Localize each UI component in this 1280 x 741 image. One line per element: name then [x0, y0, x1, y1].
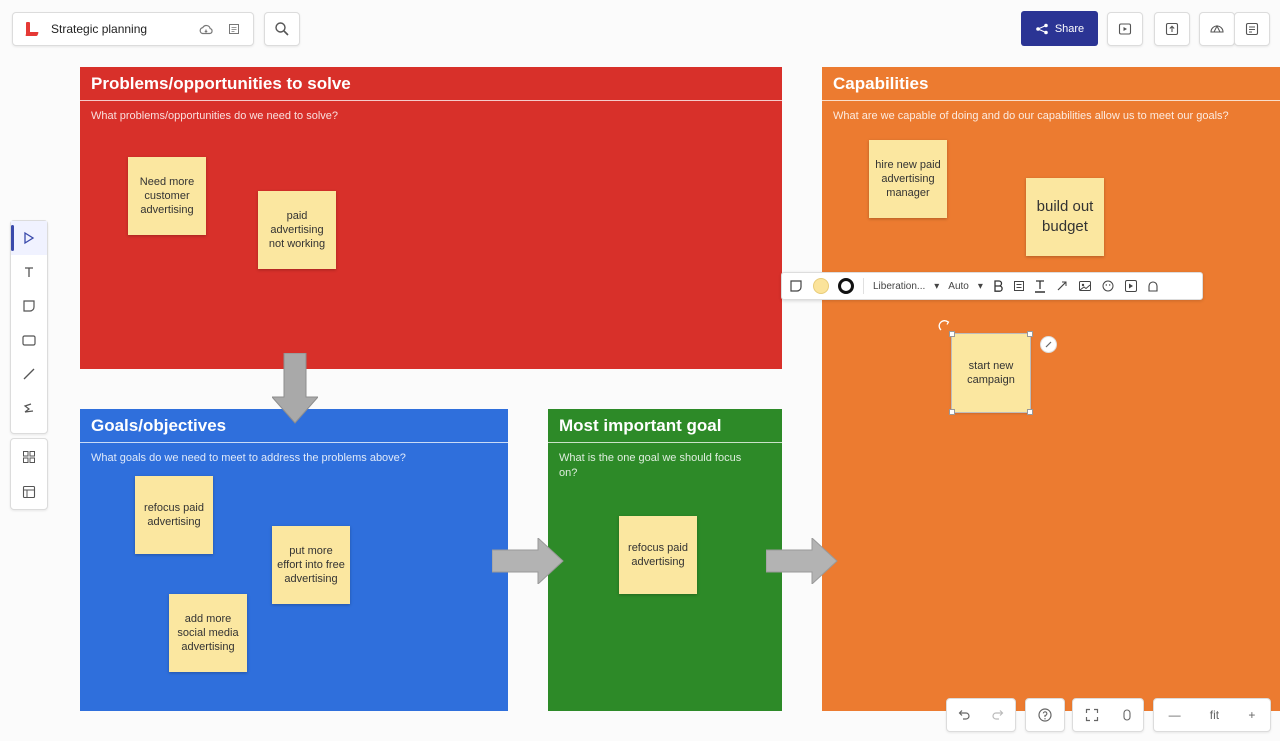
present-icon: [1118, 23, 1132, 35]
sticky-note[interactable]: add more social media advertising: [169, 594, 247, 672]
sticky-note-tool[interactable]: [11, 289, 47, 323]
zoom-out-button[interactable]: —: [1168, 708, 1181, 722]
frame-title: Problems/opportunities to solve: [91, 74, 351, 93]
chevron-down-icon[interactable]: ▾: [934, 280, 940, 292]
resize-handle[interactable]: [949, 409, 955, 415]
frame-tool[interactable]: [11, 474, 47, 509]
comment-icon: [1245, 22, 1259, 36]
image-icon[interactable]: [1078, 279, 1092, 293]
problems-frame[interactable]: Problems/opportunities to solve What pro…: [80, 67, 782, 369]
extra-tools-panel: [10, 438, 48, 510]
frame-divider: [80, 100, 782, 101]
right-arrow[interactable]: [766, 538, 838, 584]
sticky-note[interactable]: build out budget: [1026, 178, 1104, 256]
share-icon: [1036, 23, 1048, 34]
search-icon: [275, 22, 289, 36]
board-header: Strategic planning: [12, 12, 254, 46]
sticky-note[interactable]: hire new paid advertising manager: [869, 140, 947, 218]
sticky-context-toolbar: Liberation... ▾ Auto ▾: [781, 272, 1203, 300]
cursor-icon: [24, 231, 35, 245]
sticky-note-icon: [23, 300, 35, 312]
sticky-note[interactable]: refocus paid advertising: [619, 516, 697, 594]
resize-handle[interactable]: [1027, 331, 1033, 337]
sketch-button[interactable]: [1199, 12, 1235, 46]
share-label: Share: [1054, 22, 1085, 35]
help-icon: [1038, 708, 1052, 722]
frame-divider: [80, 442, 508, 443]
shape-tool[interactable]: [11, 323, 47, 357]
frame-subtitle: What is the one goal we should focus on?: [559, 452, 742, 479]
frame-title: Goals/objectives: [91, 416, 227, 435]
align-icon[interactable]: [1013, 280, 1025, 292]
sticky-shape-icon[interactable]: [788, 278, 804, 294]
sticky-note[interactable]: Need more customer advertising: [128, 157, 206, 235]
down-arrow[interactable]: [272, 353, 318, 425]
font-size-select[interactable]: Auto: [948, 280, 969, 292]
view-controls: [1072, 698, 1144, 732]
upload-button[interactable]: [1154, 12, 1190, 46]
line-tool[interactable]: [11, 357, 47, 391]
rectangle-icon: [22, 335, 36, 346]
border-color-picker[interactable]: [838, 278, 854, 294]
tools-panel: [10, 220, 48, 434]
link-icon[interactable]: [1055, 279, 1069, 293]
board-title[interactable]: Strategic planning: [51, 22, 148, 36]
frame-title: Most important goal: [559, 416, 722, 435]
help-button[interactable]: [1025, 698, 1065, 732]
resize-handle[interactable]: [949, 331, 955, 337]
link-icon: [1045, 341, 1052, 348]
fullscreen-icon[interactable]: [1085, 708, 1099, 722]
sticky-note[interactable]: refocus paid advertising: [135, 476, 213, 554]
pen-icon: [23, 403, 34, 413]
rotate-handle-icon[interactable]: [938, 319, 952, 333]
templates-tool[interactable]: [11, 439, 47, 474]
right-arrow[interactable]: [492, 538, 564, 584]
selected-sticky-note[interactable]: start new campaign: [951, 333, 1031, 413]
sticky-note[interactable]: put more effort into free advertising: [272, 526, 350, 604]
resize-handle[interactable]: [1027, 409, 1033, 415]
line-icon: [23, 368, 35, 380]
zoom-level[interactable]: fit: [1209, 708, 1220, 722]
templates-icon: [23, 450, 35, 463]
select-tool[interactable]: [11, 221, 47, 255]
board-menu-icon[interactable]: [225, 20, 243, 38]
chevron-down-icon[interactable]: ▾: [977, 280, 983, 292]
frame-divider: [822, 100, 1280, 101]
minimap-icon[interactable]: [1122, 708, 1132, 722]
reaction-icon[interactable]: [1101, 279, 1115, 293]
comment-icon[interactable]: [1124, 279, 1138, 293]
cloud-sync-icon[interactable]: [197, 20, 215, 38]
sticky-note[interactable]: paid advertising not working: [258, 191, 336, 269]
pen-tool[interactable]: [11, 391, 47, 425]
text-icon: [25, 267, 33, 277]
frame-title: Capabilities: [833, 74, 929, 93]
text-color-icon[interactable]: [1034, 279, 1046, 293]
redo-icon[interactable]: [991, 709, 1005, 721]
toolbar-divider: [863, 278, 864, 294]
comments-button[interactable]: [1234, 12, 1270, 46]
frame-subtitle: What are we capable of doing and do our …: [833, 110, 1229, 122]
lock-icon[interactable]: [1147, 279, 1159, 293]
fill-color-picker[interactable]: [813, 278, 829, 294]
zoom-controls: — fit +: [1153, 698, 1271, 732]
undo-icon[interactable]: [957, 709, 971, 721]
history-controls: [946, 698, 1016, 732]
link-handle[interactable]: [1040, 336, 1057, 353]
bold-icon[interactable]: [992, 279, 1004, 293]
frame-subtitle: What problems/opportunities do we need t…: [91, 110, 339, 122]
frame-icon: [22, 485, 36, 498]
upload-icon: [1165, 22, 1179, 36]
font-family-select[interactable]: Liberation...: [873, 280, 926, 292]
present-button[interactable]: [1107, 12, 1143, 46]
text-tool[interactable]: [11, 255, 47, 289]
goals-frame[interactable]: Goals/objectives What goals do we need t…: [80, 409, 508, 711]
app-logo-icon[interactable]: [23, 20, 41, 38]
frame-subtitle: What goals do we need to meet to address…: [91, 452, 406, 464]
sketch-icon: [1210, 24, 1224, 33]
share-button[interactable]: Share: [1021, 11, 1098, 46]
zoom-in-button[interactable]: +: [1248, 708, 1256, 722]
search-button[interactable]: [264, 12, 300, 46]
frame-divider: [548, 442, 782, 443]
